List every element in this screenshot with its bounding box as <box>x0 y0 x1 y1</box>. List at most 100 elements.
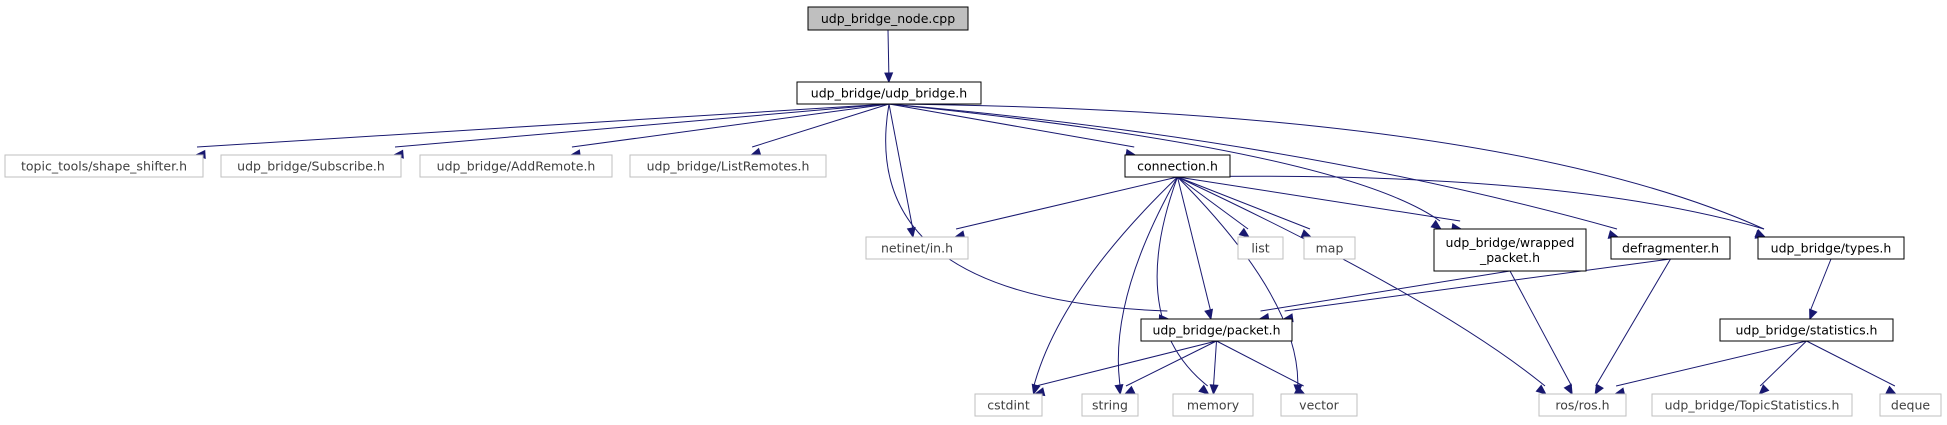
node-topicstatistics: udp_bridge/TopicStatistics.h <box>1651 393 1853 417</box>
edge-connection-to-list <box>1177 176 1250 238</box>
node-udp-bridge-h[interactable]: udp_bridge/udp_bridge.h <box>796 81 982 105</box>
edge-defragmenter-to-ros <box>1594 258 1671 396</box>
node-label: netinet/in.h <box>881 241 953 256</box>
dependency-edges <box>194 29 1897 397</box>
arrowhead <box>1238 227 1250 238</box>
node-label: defragmenter.h <box>1622 241 1719 256</box>
arrowhead <box>1204 308 1214 321</box>
edge-connection-to-cstdint <box>1031 176 1178 396</box>
node-defragmenter[interactable]: defragmenter.h <box>1610 236 1731 260</box>
node-box <box>1237 236 1284 260</box>
node-box <box>1433 228 1587 272</box>
node-label: list <box>1251 241 1269 256</box>
node-cstdint: cstdint <box>974 393 1043 417</box>
edge-types-to-statistics <box>1809 258 1832 321</box>
node-statistics[interactable]: udp_bridge/statistics.h <box>1719 318 1894 342</box>
arrowhead <box>884 72 894 84</box>
file-nodes: udp_bridge_node.cpp udp_bridge/udp_bridge… <box>4 6 1942 417</box>
node-box <box>220 154 402 178</box>
edge-udp_bridge_node-to-udp_bridge_h <box>884 29 894 84</box>
node-box <box>629 154 827 178</box>
node-listremotes: udp_bridge/ListRemotes.h <box>629 154 827 178</box>
arrowhead <box>1209 384 1219 396</box>
node-label: ros/ros.h <box>1555 398 1609 413</box>
edge-connection-to-memory <box>1156 176 1210 395</box>
node-box <box>1081 393 1139 417</box>
edge-connection-to-string <box>1114 176 1178 396</box>
node-deque: deque <box>1879 393 1942 417</box>
edge-udp_bridge_h-to-netinet <box>888 103 916 239</box>
node-string: string <box>1081 393 1139 417</box>
node-box <box>1280 393 1358 417</box>
node-label: udp_bridge/TopicStatistics.h <box>1665 398 1840 413</box>
node-box <box>4 154 204 178</box>
arrowhead <box>906 226 916 239</box>
node-label: _packet.h <box>1479 250 1540 265</box>
node-label: cstdint <box>987 398 1030 413</box>
node-label: topic_tools/shape_shifter.h <box>21 159 187 174</box>
node-wrapped-packet[interactable]: udp_bridge/wrapped_packet.h <box>1433 228 1587 272</box>
node-label: udp_bridge/packet.h <box>1152 323 1280 338</box>
arrowhead <box>1430 219 1442 230</box>
node-box <box>1124 154 1231 178</box>
node-addremote: udp_bridge/AddRemote.h <box>419 154 613 178</box>
edge-udp_bridge_h-to-types <box>888 103 1767 238</box>
node-label: udp_bridge/AddRemote.h <box>437 159 596 174</box>
node-label: memory <box>1187 398 1240 413</box>
node-label: udp_bridge/Subscribe.h <box>237 159 385 174</box>
node-label: connection.h <box>1137 159 1218 174</box>
edge-connection-to-vector <box>1177 176 1303 396</box>
node-memory: memory <box>1172 393 1254 417</box>
node-box <box>1651 393 1853 417</box>
arrowhead <box>1535 384 1547 395</box>
edge-statistics-to-deque <box>1806 340 1897 395</box>
node-box <box>1140 318 1293 342</box>
edge-wrapped_packet-to-packet <box>1258 270 1511 322</box>
node-netinet: netinet/in.h <box>865 236 969 260</box>
edge-udp_bridge_h-to-wrapped_packet <box>888 103 1442 230</box>
edge-udp_bridge_h-to-shape_shifter <box>194 103 890 159</box>
node-packet[interactable]: udp_bridge/packet.h <box>1140 318 1293 342</box>
arrowhead <box>1809 308 1818 321</box>
node-label: vector <box>1299 398 1340 413</box>
arrowhead <box>1758 384 1770 395</box>
edge-packet-to-memory <box>1209 340 1219 396</box>
node-box <box>419 154 613 178</box>
node-list: list <box>1237 236 1284 260</box>
edge-connection-to-ros <box>1177 176 1547 395</box>
edge-connection-to-packet <box>1177 176 1214 321</box>
node-label: udp_bridge/wrapped <box>1446 235 1575 250</box>
edge-wrapped_packet-to-ros <box>1509 270 1573 396</box>
node-subscribe: udp_bridge/Subscribe.h <box>220 154 402 178</box>
node-udp-bridge-node[interactable]: udp_bridge_node.cpp <box>807 6 969 31</box>
node-types[interactable]: udp_bridge/types.h <box>1757 236 1905 260</box>
node-label: map <box>1316 241 1344 256</box>
edge-udp_bridge_h-to-defragmenter <box>888 103 1620 239</box>
node-box <box>1757 236 1905 260</box>
edge-packet-to-vector <box>1216 340 1306 395</box>
node-label: udp_bridge/ListRemotes.h <box>647 159 810 174</box>
node-box <box>807 6 969 31</box>
edge-udp_bridge_h-to-packet <box>885 103 1170 324</box>
node-vector: vector <box>1280 393 1358 417</box>
edge-udp_bridge_h-to-subscribe <box>392 103 890 159</box>
arrowhead <box>1198 384 1210 395</box>
node-map: map <box>1303 236 1356 260</box>
node-label: udp_bridge/types.h <box>1771 241 1892 256</box>
node-label: udp_bridge/statistics.h <box>1736 323 1878 338</box>
edge-udp_bridge_h-to-listremotes <box>749 103 890 157</box>
node-box <box>796 81 982 105</box>
arrowhead <box>1300 229 1313 238</box>
node-box <box>1719 318 1894 342</box>
arrowhead <box>1123 385 1136 395</box>
node-box <box>1303 236 1356 260</box>
node-box <box>1879 393 1942 417</box>
edge-statistics-to-topicstatistics <box>1758 340 1807 395</box>
node-box <box>865 236 969 260</box>
arrowhead <box>1114 383 1124 396</box>
node-label: udp_bridge/udp_bridge.h <box>811 86 967 101</box>
node-label: string <box>1092 398 1128 413</box>
node-connection[interactable]: connection.h <box>1124 154 1231 178</box>
arrowhead <box>1885 385 1897 395</box>
